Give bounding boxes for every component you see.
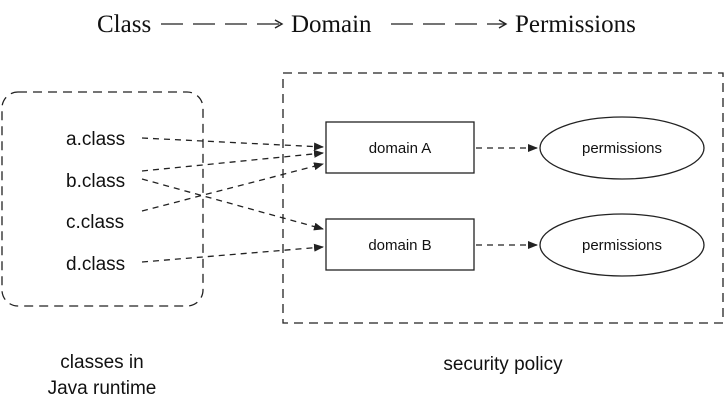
class-d: d.class: [66, 254, 125, 275]
arrow-d-to-domain-b: [141, 243, 324, 263]
permissions-b-label: permissions: [582, 237, 662, 254]
class-c: c.class: [66, 212, 124, 233]
arrow-a-to-domain-a: [141, 137, 324, 151]
policy-caption: security policy: [443, 354, 563, 375]
class-b: b.class: [66, 171, 125, 192]
class-a: a.class: [66, 129, 125, 150]
arrow-b-to-domain-a: [141, 149, 324, 172]
runtime-caption-line1: classes in: [60, 352, 143, 373]
domain-b-box: [325, 218, 475, 271]
permissions-a-ellipse: [539, 116, 705, 180]
java-runtime-frame: [1, 91, 204, 307]
title-flow: Class Domain Permissions: [97, 11, 636, 38]
title-permissions: Permissions: [515, 11, 636, 38]
arrow-b-to-domain-b: [141, 178, 324, 231]
runtime-caption-line2: Java runtime: [48, 378, 157, 399]
title-domain: Domain: [291, 11, 372, 38]
domain-b-label: domain B: [368, 237, 431, 254]
arrow-c-to-domain-a: [141, 162, 324, 212]
title-class: Class: [97, 11, 151, 38]
security-policy-frame: [282, 72, 724, 324]
domain-a-box: [325, 121, 475, 174]
domain-a-label: domain A: [369, 140, 432, 157]
permissions-b-ellipse: [539, 213, 705, 277]
permissions-a-label: permissions: [582, 140, 662, 157]
